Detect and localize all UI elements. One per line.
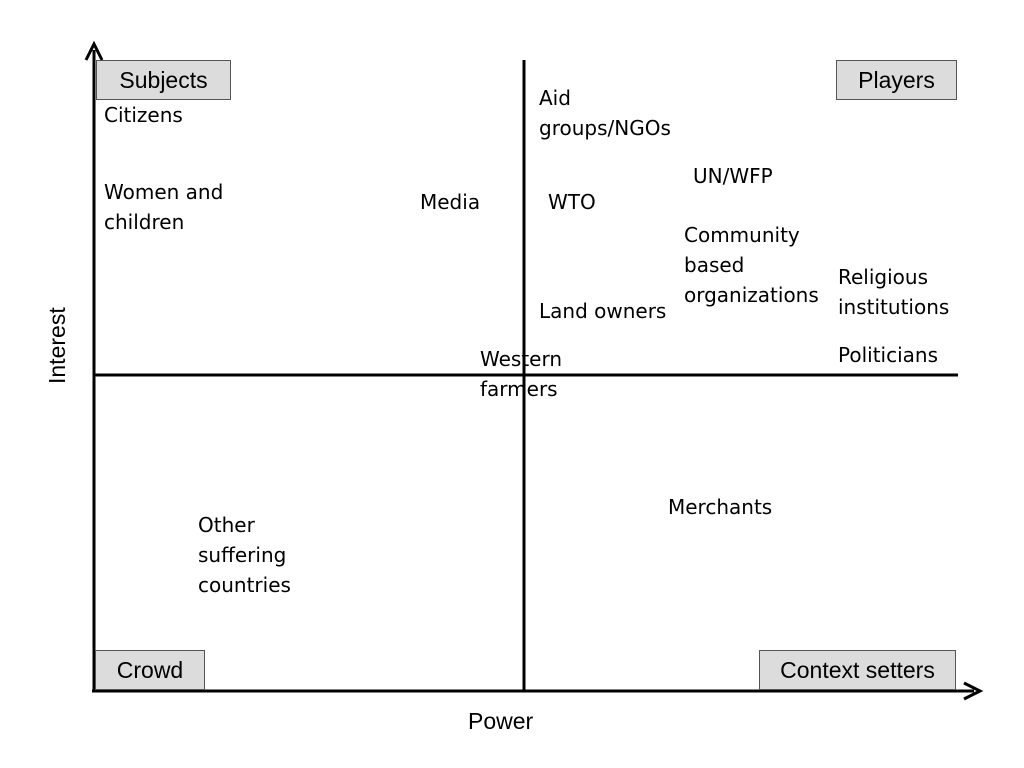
stakeholder-land-owners: Land owners [539,299,667,323]
stakeholder-media: Media [420,190,481,214]
quadrant-label-players: Players [836,60,957,100]
stakeholder-western-farmers: Western farmers [480,347,563,401]
x-axis-label: Power [468,708,534,734]
quadrant-label-crowd: Crowd [95,650,205,690]
stakeholder-community: Community based organizations [684,223,819,307]
stakeholder-citizens: Citizens [104,103,183,127]
stakeholder-merchants: Merchants [668,495,773,519]
stakeholder-aid-groups: Aid groups/NGOs [539,86,671,140]
quadrant-label-context-setters: Context setters [759,650,956,690]
y-axis-arrowhead [84,40,104,61]
stakeholder-wto: WTO [548,190,596,214]
x-axis-arrowhead [963,681,984,701]
y-axis-label: Interest [44,307,70,384]
stakeholder-un-wfp: UN/WFP [693,164,773,188]
quadrant-label-subjects: Subjects [96,60,231,100]
stakeholder-politicians: Politicians [838,343,938,367]
stakeholder-other-countries: Other suffering countries [198,513,291,597]
stakeholder-religious: Religious institutions [838,265,950,319]
stakeholder-women-children: Women and children [104,180,224,234]
